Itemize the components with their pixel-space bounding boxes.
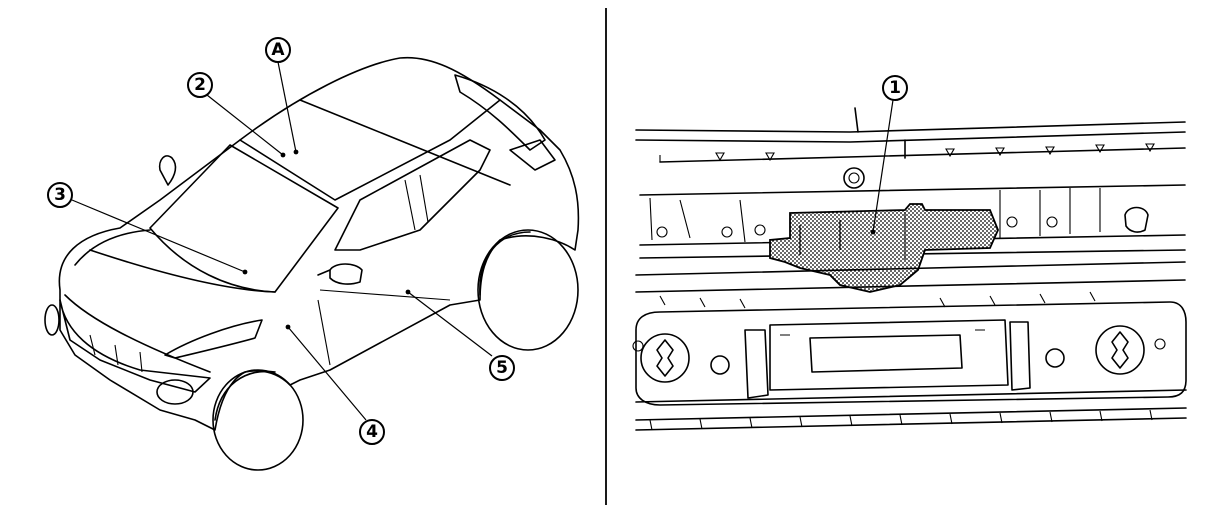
svg-text:3: 3 <box>54 185 66 205</box>
detail-leader <box>870 99 894 235</box>
callout-3: 3 <box>47 182 73 208</box>
callout-1: 1 <box>882 75 908 101</box>
svg-text:5: 5 <box>496 358 508 378</box>
vehicle-leaders <box>71 61 493 421</box>
svg-text:1: 1 <box>889 78 901 98</box>
svg-text:A: A <box>271 40 285 60</box>
callout-2: 2 <box>187 72 213 98</box>
svg-text:2: 2 <box>194 75 206 95</box>
callout-A: A <box>265 37 291 63</box>
callout-5: 5 <box>489 355 515 381</box>
component-detail-illustration <box>632 107 1187 431</box>
callout-4: 4 <box>359 419 385 445</box>
svg-text:4: 4 <box>366 422 378 442</box>
vehicle-illustration <box>44 56 580 471</box>
